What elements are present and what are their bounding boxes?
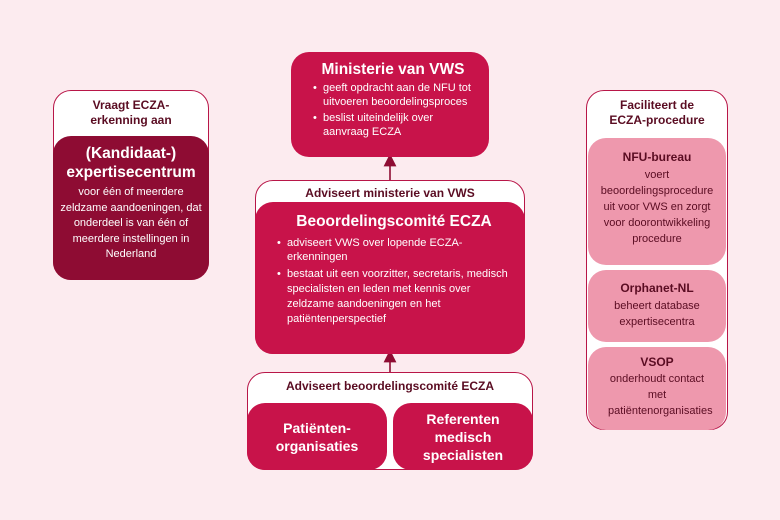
committee-bullet: bestaat uit een voorzitter, secretaris, …	[277, 267, 515, 327]
expertise-center-description: voor één of meerdere zeldzame aandoening…	[60, 186, 202, 260]
nfu-bureau-description: voert beoordelingsprocedure uit voor VWS…	[600, 169, 714, 245]
ministry-title: Ministerie van VWS	[321, 61, 465, 78]
ministry-bullet: geeft opdracht aan de NFU tot uitvoeren …	[313, 81, 477, 109]
referents-label: Referenten medisch specialisten	[422, 410, 504, 463]
patient-organisations-box: Patiënten-organisaties	[247, 403, 387, 470]
vsop-card: VSOP onderhoudt contact met patiëntenorg…	[588, 347, 726, 430]
applicant-header: Vraagt ECZA-erkenning aan	[90, 98, 172, 127]
nfu-bureau-title: NFU-bureau	[622, 150, 692, 164]
committee-title: Beoordelingscomité ECZA	[296, 213, 492, 230]
facilitators-header: Faciliteert de ECZA-procedure	[609, 98, 705, 127]
committee-bullet: adviseert VWS over lopende ECZA-erkennin…	[277, 236, 515, 264]
vsop-description: onderhoudt contact met patiëntenorganisa…	[608, 373, 713, 417]
orphanet-title: Orphanet-NL	[620, 281, 694, 295]
committee-bullet-list: adviseert VWS over lopende ECZA-erkennin…	[273, 236, 515, 327]
ministry-bullet-list: geeft opdracht aan de NFU tot uitvoeren …	[309, 81, 477, 139]
orphanet-card: Orphanet-NL beheert database expertisece…	[588, 270, 726, 342]
advisors-header: Adviseert beoordelingscomité ECZA	[285, 379, 495, 393]
expertise-center-box: (Kandidaat-) expertisecentrum voor één o…	[53, 136, 209, 280]
expertise-center-title: (Kandidaat-) expertisecentrum	[66, 145, 196, 181]
nfu-bureau-card: NFU-bureau voert beoordelingsprocedure u…	[588, 138, 726, 265]
vsop-title: VSOP	[640, 355, 674, 369]
committee-box: Beoordelingscomité ECZA adviseert VWS ov…	[255, 202, 525, 354]
ministry-box: Ministerie van VWS geeft opdracht aan de…	[291, 52, 489, 157]
orphanet-description: beheert database expertisecentra	[614, 300, 700, 328]
ministry-bullet: beslist uiteindelijk over aanvraag ECZA	[313, 111, 477, 139]
patient-organisations-label: Patiënten-organisaties	[275, 419, 359, 454]
referents-box: Referenten medisch specialisten	[393, 403, 533, 470]
committee-header: Adviseert ministerie van VWS	[305, 186, 475, 200]
